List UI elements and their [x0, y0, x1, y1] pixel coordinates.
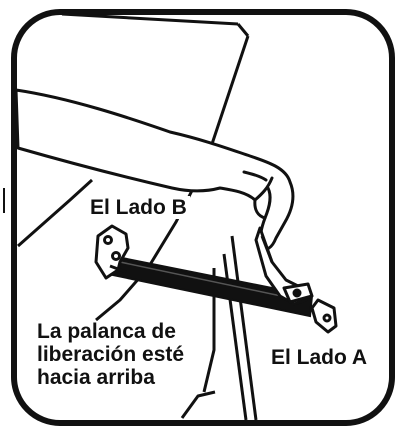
instruction-line: La palanca de	[37, 320, 176, 343]
mounting-bracket-icon	[94, 224, 130, 280]
instruction-text: La palanca de liberación esté hacia arri…	[37, 320, 212, 389]
instruction-line: liberación esté	[37, 343, 185, 366]
side-a-label: El Lado A	[268, 346, 371, 369]
mounting-bracket-icon	[310, 298, 338, 334]
instruction-line: hacia arriba	[37, 366, 155, 389]
buckle-release-lever-icon	[254, 226, 314, 306]
side-b-label: El Lado B	[87, 196, 190, 219]
